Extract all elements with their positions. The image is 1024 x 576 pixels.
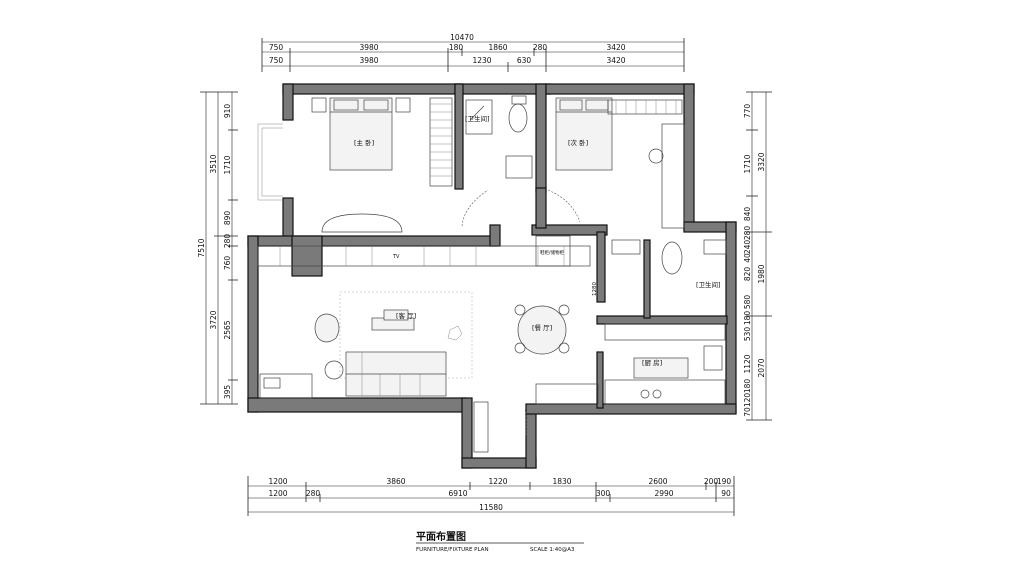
dim-bot-r1-7: 190 — [717, 477, 732, 486]
dim-right-outer-1: 3320 — [757, 152, 766, 171]
dim-top-r2-3: 1230 — [472, 56, 491, 65]
dim-left-outer-1: 3510 — [209, 154, 218, 173]
dim-bot-r1-4: 1830 — [552, 477, 571, 486]
dim-right-inner-8: 580 — [743, 295, 752, 310]
sink-1 — [505, 155, 533, 179]
dim-bot-total: 11580 — [479, 503, 503, 512]
dim-top-r1-2: 3980 — [359, 43, 378, 52]
label-cabinet-note: 鞋柜/储物柜 — [540, 249, 565, 256]
dim-right-inner-11: 1120 — [743, 354, 752, 373]
dim-right-inner-6: 40 — [743, 253, 752, 263]
dim-left-inner-7: 395 — [223, 385, 232, 400]
dim-top-r2-4: 630 — [517, 56, 532, 65]
dim-right-inner-14: 70 — [743, 407, 752, 417]
dim-bot-r1-2: 3860 — [386, 477, 405, 486]
second-bed — [555, 97, 613, 171]
dim-left-outer-2: 3720 — [209, 310, 218, 329]
dim-bot-r2-1: 1200 — [268, 489, 287, 498]
dim-right-inner-4: 280 — [743, 226, 752, 241]
dim-bot-r1-3: 1220 — [488, 477, 507, 486]
toilet-2 — [661, 241, 683, 275]
dim-top-r1-3: 180 — [449, 43, 464, 52]
label-bathroom-2: [卫生间] — [696, 280, 721, 289]
dim-bot-r1-6: 200 — [704, 477, 719, 486]
dim-bot-r2-3: 6910 — [448, 489, 467, 498]
dim-top-r2-2: 3980 — [359, 56, 378, 65]
dim-right-inner-13: 120 — [743, 393, 752, 408]
dim-left-total: 7510 — [197, 238, 206, 257]
dim-bot-r2-2: 280 — [306, 489, 321, 498]
dim-left-inner-1: 910 — [223, 104, 232, 119]
dim-right-outer-2: 1980 — [757, 264, 766, 283]
plan-subtitle: FURNITURE/FIXTURE PLAN — [416, 547, 489, 553]
dim-right-inner-9: 180 — [743, 311, 752, 326]
title-block: 平面布置图 FURNITURE/FIXTURE PLAN SCALE 1:40@… — [416, 530, 584, 553]
dim-right-outer-3: 2070 — [757, 358, 766, 377]
dim-top-r2-5: 3420 — [606, 56, 625, 65]
master-bed — [329, 97, 393, 171]
dim-bot-r2-5: 2990 — [654, 489, 673, 498]
plan-scale: SCALE 1:40@A3 — [530, 547, 575, 553]
exterior-walls — [247, 83, 737, 469]
dining-table — [517, 305, 567, 355]
label-tv: TV — [392, 254, 400, 260]
dim-top-total: 10470 — [450, 33, 474, 42]
dim-right-inner-2: 1710 — [743, 154, 752, 173]
room-labels: [主 卧] [卫生间] [次 卧] [卫生间] [客 厅] [餐 厅] [厨 房… — [354, 114, 721, 367]
dim-right-inner-3: 840 — [743, 207, 752, 222]
kitchen-island — [633, 357, 689, 379]
dim-top-r1-5: 280 — [533, 43, 548, 52]
furniture — [257, 95, 727, 453]
armchair — [314, 313, 340, 343]
dim-bot-r1-1: 1200 — [268, 477, 287, 486]
dim-right-inner-1: 770 — [743, 104, 752, 119]
label-living-room: [客 厅] — [396, 311, 416, 320]
dim-right-inner-5: 240 — [743, 240, 752, 255]
dim-left-inner-6: 2565 — [223, 320, 232, 339]
dim-left-inner-3: 890 — [223, 211, 232, 226]
left-dimensions: 7510 3510 3720 910 1710 890 280 760 2565… — [197, 91, 238, 405]
dim-bot-r1-5: 2600 — [648, 477, 667, 486]
label-master-bedroom: [主 卧] — [354, 138, 374, 147]
plan-title: 平面布置图 — [416, 530, 466, 543]
dim-right-inner-7: 820 — [743, 267, 752, 282]
dim-right-inner-10: 530 — [743, 327, 752, 342]
dim-bot-r2-6: 90 — [721, 489, 731, 498]
dim-top-r1-4: 1860 — [488, 43, 507, 52]
dim-right-inner-12: 180 — [743, 379, 752, 394]
label-dining-room: [餐 厅] — [532, 323, 552, 332]
dim-left-inner-5: 760 — [223, 256, 232, 271]
label-bathroom-1: [卫生间] — [465, 114, 490, 123]
kitchen-counter — [604, 379, 726, 405]
label-second-bedroom: [次 卧] — [568, 138, 588, 147]
bottom-dimensions: 1200 3860 1220 1830 2600 200 190 1200 28… — [247, 476, 735, 516]
dim-top-r2-1: 750 — [269, 56, 284, 65]
master-wardrobe — [429, 97, 453, 187]
dim-bot-r2-4: 300 — [596, 489, 611, 498]
master-tv-cabinet — [321, 213, 403, 233]
label-kitchen: [厨 房] — [642, 358, 662, 367]
top-dimensions: 10470 750 3980 180 1860 280 3420 750 398… — [261, 33, 685, 72]
label-dim-1280: 1280 — [592, 282, 598, 296]
dim-left-inner-4: 280 — [223, 234, 232, 249]
dim-top-r1-6: 3420 — [606, 43, 625, 52]
toilet-1 — [508, 103, 528, 133]
second-wardrobe — [607, 99, 683, 115]
right-dimensions: 3320 1980 2070 770 1710 840 280 240 40 8… — [743, 91, 772, 421]
dim-top-r1-1: 750 — [269, 43, 284, 52]
dim-left-inner-2: 1710 — [223, 155, 232, 174]
